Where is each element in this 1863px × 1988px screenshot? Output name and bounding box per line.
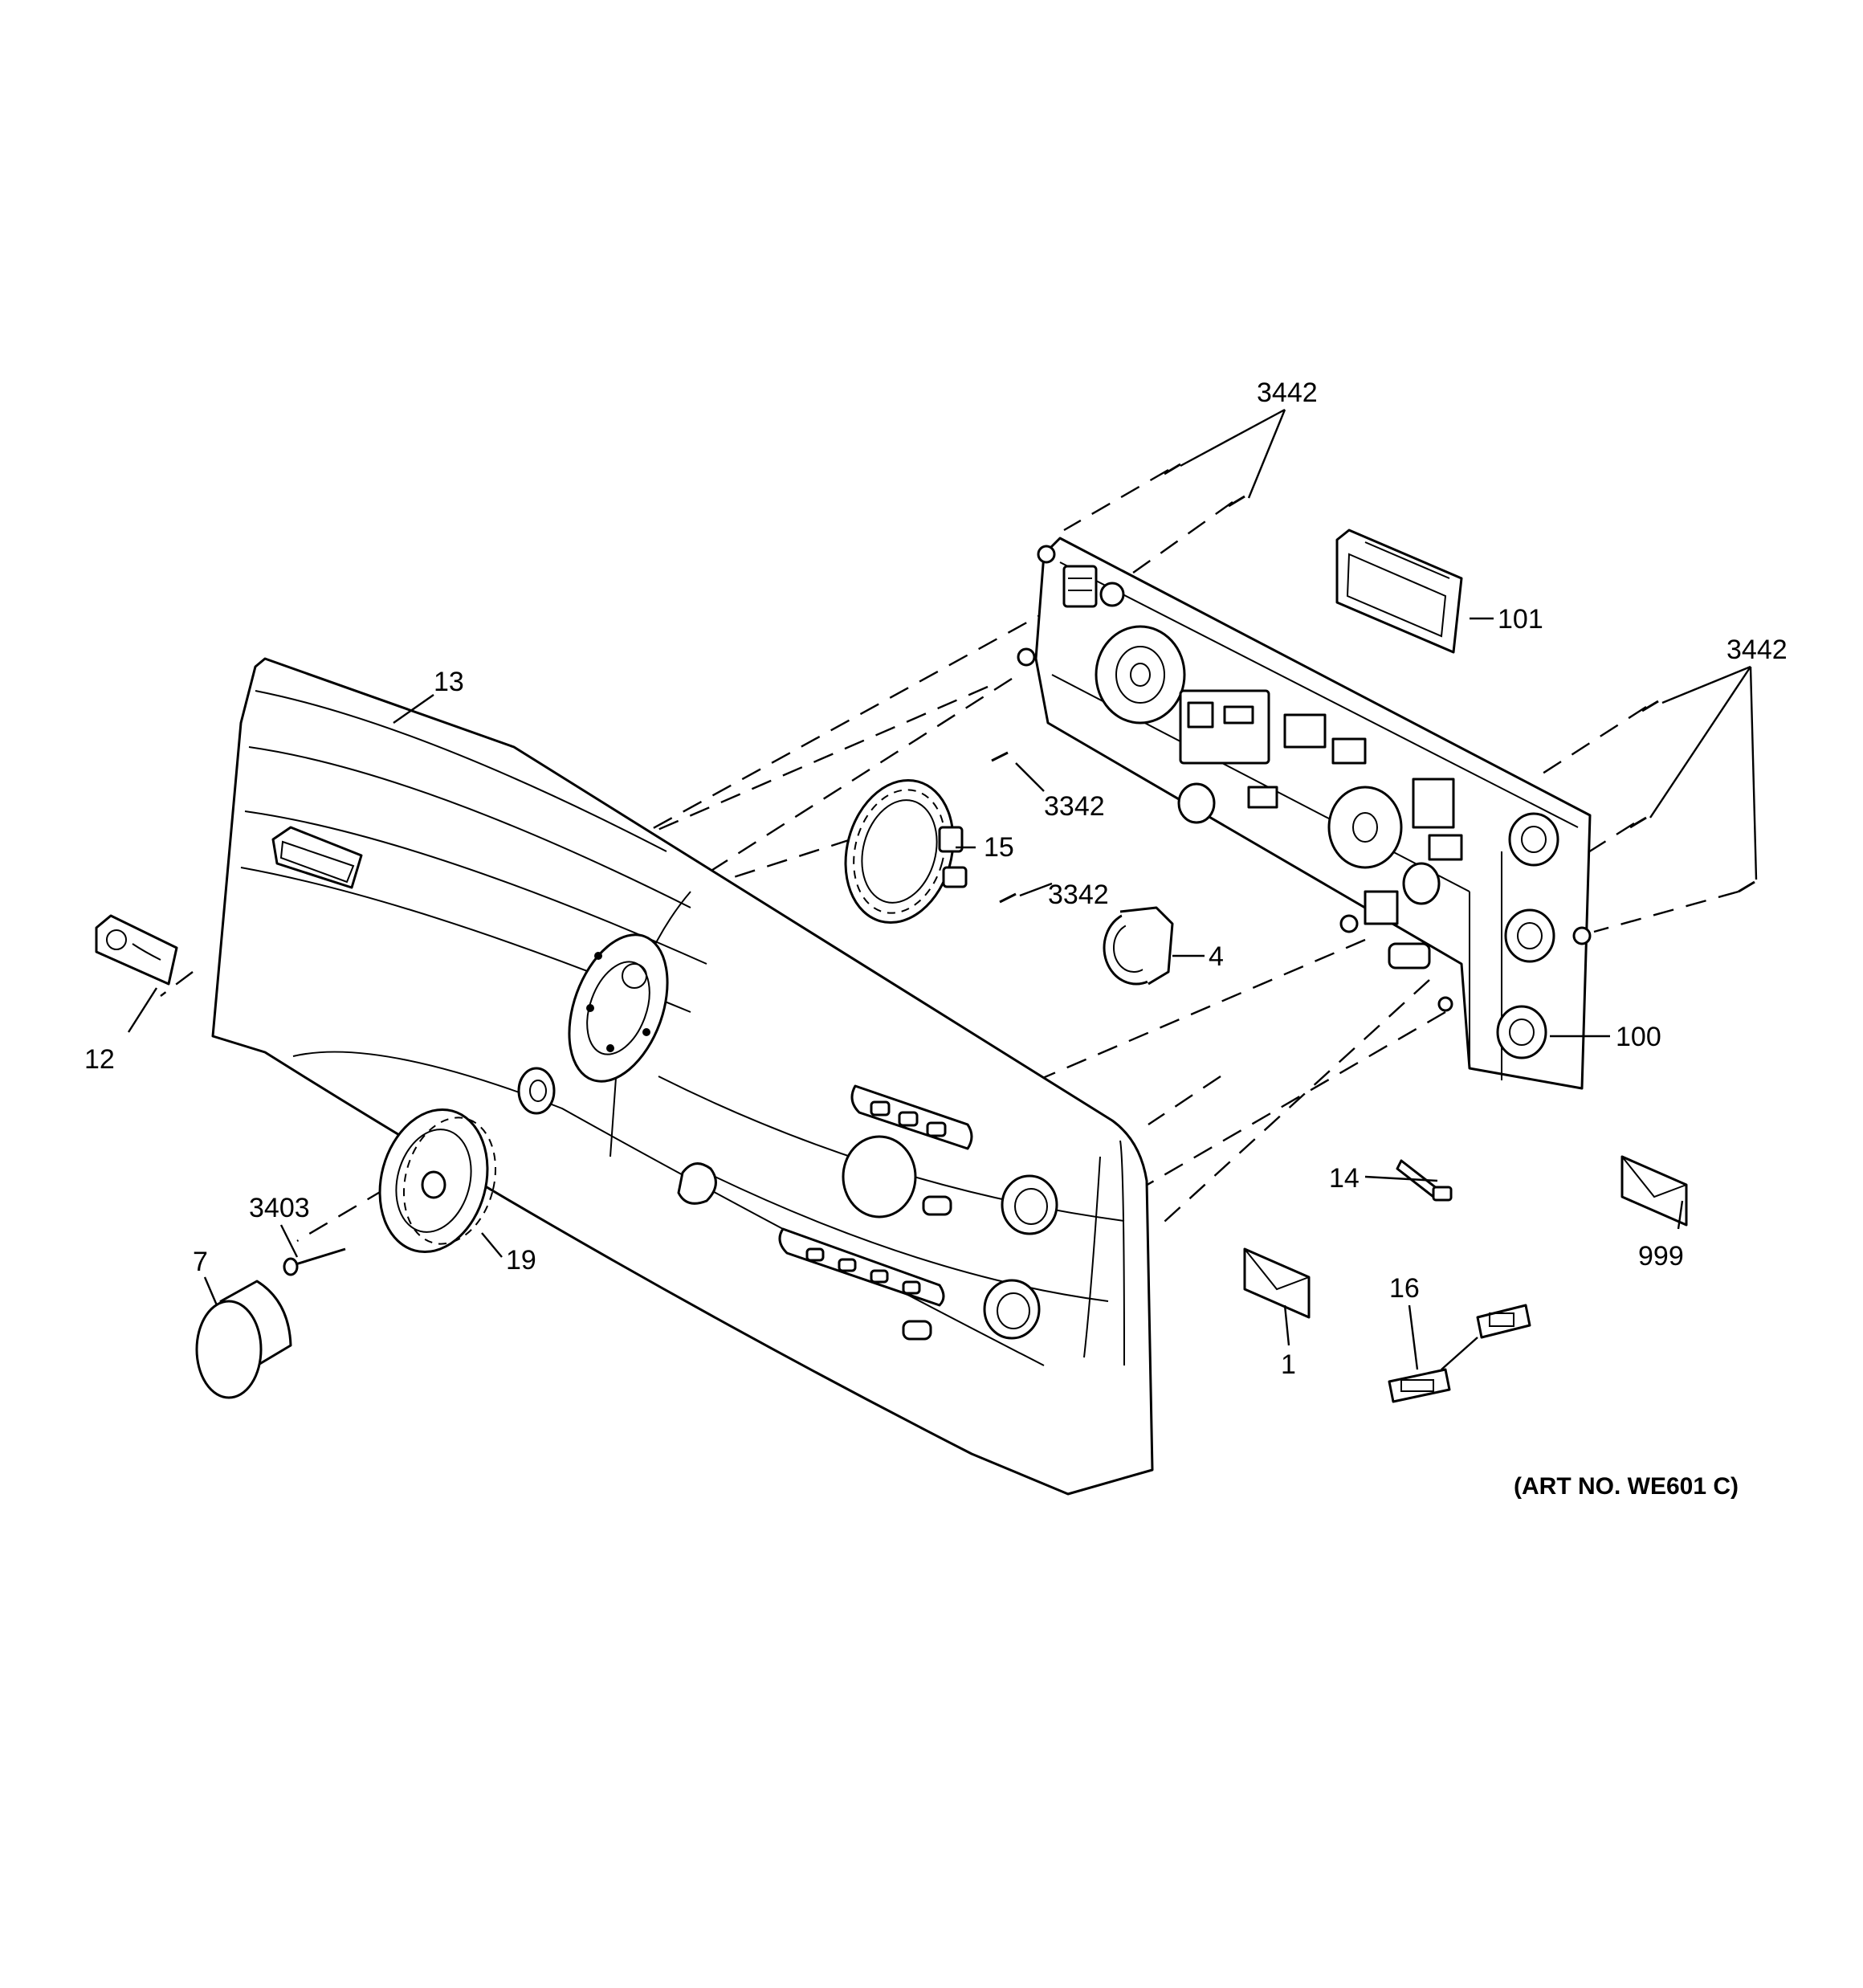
control-board-100 bbox=[1017, 537, 1592, 1090]
control-panel-13 bbox=[211, 657, 1154, 1496]
callout-12: 12 bbox=[84, 1044, 115, 1075]
callout-3403: 3403 bbox=[249, 1193, 310, 1223]
callout-16: 16 bbox=[1389, 1273, 1420, 1304]
connector-16 bbox=[1388, 1304, 1531, 1403]
callout-15: 15 bbox=[984, 832, 1014, 863]
envelope-1 bbox=[1243, 1247, 1311, 1319]
callout-14: 14 bbox=[1329, 1163, 1360, 1194]
callout-19: 19 bbox=[506, 1245, 536, 1276]
callout-3342-lower: 3342 bbox=[1048, 880, 1109, 910]
callouts: 3442 101 3442 13 3342 15 3342 4 100 12 3… bbox=[84, 378, 1788, 1500]
callout-3342-upper: 3342 bbox=[1044, 791, 1105, 822]
dial-housing-4 bbox=[1103, 906, 1174, 986]
art-number: (ART NO. WE601 C) bbox=[1514, 1473, 1739, 1500]
display-101 bbox=[1335, 529, 1463, 654]
callout-7: 7 bbox=[193, 1247, 208, 1277]
dial-ring-15 bbox=[844, 778, 968, 925]
leader-lines bbox=[127, 408, 1758, 1370]
knob-7 bbox=[195, 1280, 292, 1399]
screw-3403 bbox=[283, 1247, 346, 1276]
callout-4: 4 bbox=[1209, 941, 1224, 972]
envelope-999 bbox=[1620, 1155, 1688, 1227]
callout-3442-right: 3442 bbox=[1726, 635, 1788, 665]
callout-13: 13 bbox=[434, 667, 464, 697]
knob-bezel-19 bbox=[378, 1108, 497, 1254]
callout-100: 100 bbox=[1616, 1022, 1661, 1052]
nameplate-12 bbox=[95, 914, 178, 986]
callout-1: 1 bbox=[1281, 1349, 1296, 1380]
screws bbox=[991, 463, 1755, 904]
callout-101: 101 bbox=[1498, 604, 1543, 635]
callout-999: 999 bbox=[1638, 1241, 1684, 1272]
callout-3442-top: 3442 bbox=[1257, 378, 1318, 408]
